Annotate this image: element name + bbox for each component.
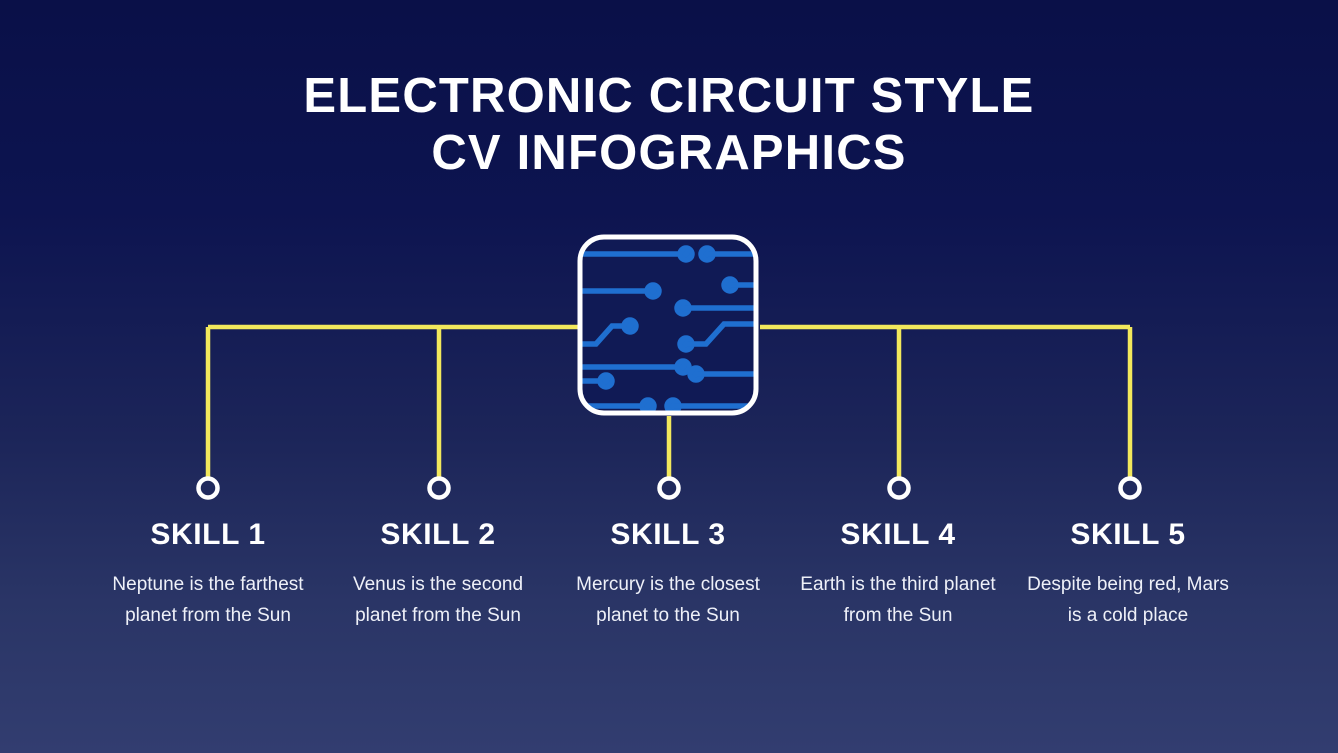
title-line-2: CV INFOGRAPHICS: [431, 125, 907, 180]
skill-item-4[interactable]: SKILL 4 Earth is the third planet from t…: [783, 518, 1013, 632]
skill-item-2[interactable]: SKILL 2 Venus is the second planet from …: [323, 518, 553, 632]
node-ring-skill-1: [196, 476, 220, 500]
skill-description-2: Venus is the second planet from the Sun: [352, 574, 524, 626]
skill-item-1[interactable]: SKILL 1 Neptune is the farthest planet f…: [93, 518, 323, 632]
circuit-chip: [576, 234, 760, 416]
skill-item-3[interactable]: SKILL 3 Mercury is the closest planet to…: [553, 518, 783, 632]
node-ring-skill-5: [1118, 476, 1142, 500]
skill-title-2: SKILL 2: [380, 518, 496, 551]
skill-title-1: SKILL 1: [150, 518, 266, 551]
title-line-1: ELECTRONIC CIRCUIT STYLE: [303, 69, 1035, 123]
chip-traces: [580, 245, 756, 413]
node-ring-skill-2: [427, 476, 451, 500]
skill-description-5: Despite being red, Mars is a cold place: [1027, 574, 1229, 626]
skill-title-5: SKILL 5: [1070, 518, 1186, 551]
circuit-chip-icon: [577, 234, 759, 416]
skill-title-4: SKILL 4: [840, 518, 956, 551]
skill-title-3: SKILL 3: [610, 518, 726, 551]
skill-list: SKILL 1 Neptune is the farthest planet f…: [0, 518, 1338, 632]
skill-item-5[interactable]: SKILL 5 Despite being red, Mars is a col…: [1013, 518, 1243, 632]
node-ring-skill-4: [887, 476, 911, 500]
node-ring-skill-3: [657, 476, 681, 500]
skill-description-4: Earth is the third planet from the Sun: [800, 574, 996, 626]
skill-description-1: Neptune is the farthest planet from the …: [112, 574, 304, 626]
chip-border: [577, 234, 759, 416]
skill-description-3: Mercury is the closest planet to the Sun: [576, 574, 760, 626]
page-title: ELECTRONIC CIRCUIT STYLE CV INFOGRAPHICS: [0, 68, 1338, 182]
